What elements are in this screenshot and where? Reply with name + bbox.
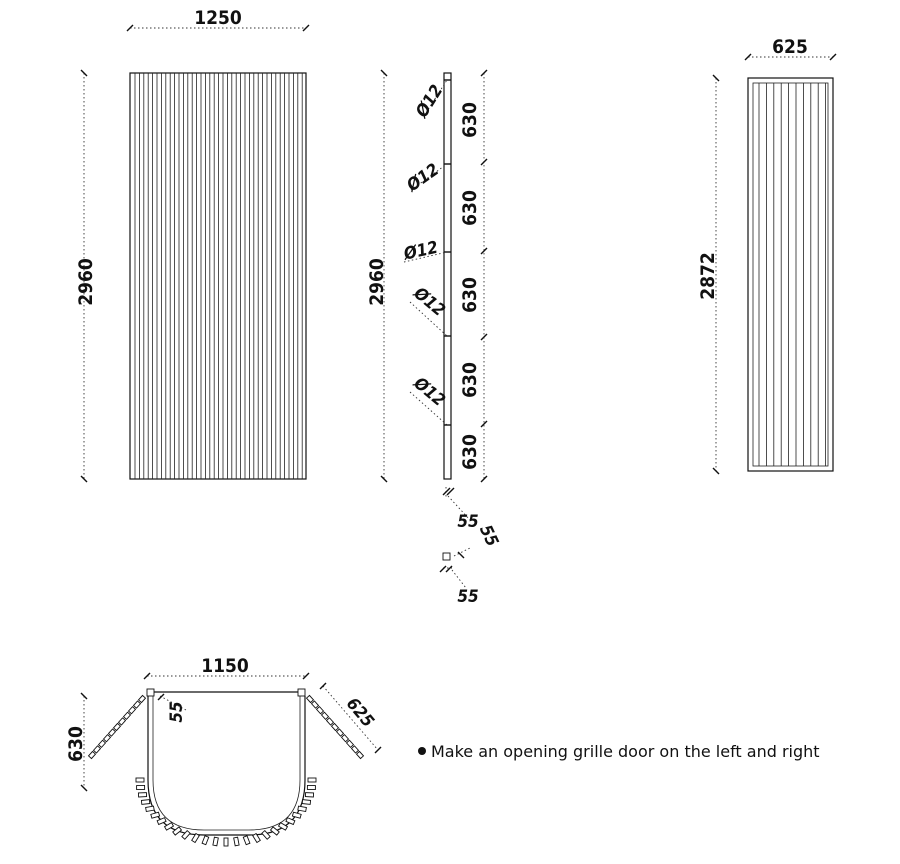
plan-left-door-bar	[97, 739, 107, 749]
pipe-dia-label-3: Ø12	[401, 238, 440, 265]
segment-label-5: 630	[459, 434, 481, 470]
plan-right-door-bar	[325, 717, 335, 726]
door-elevation: 625 2872	[697, 36, 837, 475]
plan-left-door-bar	[102, 733, 112, 743]
segment-ticks	[480, 69, 488, 483]
pipe-dia-label-1: Ø12	[412, 82, 448, 123]
plan-right-door-bar	[330, 722, 340, 732]
plan-slat	[145, 805, 155, 813]
plan-left-door-bar	[87, 750, 97, 760]
plan-slat	[201, 835, 210, 846]
plan-right-door-bar	[310, 700, 320, 709]
plan-slat	[261, 829, 271, 840]
plan-slat	[285, 817, 296, 826]
plan-left-door-bar	[122, 711, 132, 721]
plan-depth-label: 630	[65, 726, 87, 762]
plan-slat	[297, 805, 307, 813]
segment-label-4: 630	[459, 362, 481, 398]
plan-slat	[172, 826, 183, 836]
plan-right-door-bar	[355, 750, 365, 760]
plan-slat	[191, 832, 200, 844]
plan-slat	[242, 835, 251, 846]
plan-post-label: 55	[167, 701, 187, 722]
profile-section	[439, 487, 471, 589]
profile-square	[442, 552, 451, 561]
plan-post-left	[146, 688, 155, 697]
plan-left-door-bar	[137, 694, 147, 704]
front-panel: 1250 2960	[75, 7, 310, 483]
plan-slat	[135, 777, 145, 783]
side-height-label: 2960	[366, 258, 388, 306]
plan-slat	[306, 784, 316, 791]
plan-right-door-bar	[315, 705, 325, 715]
plan-right-door-bar	[350, 745, 360, 754]
side-panel-outline	[443, 72, 452, 480]
plan-slat	[277, 822, 289, 831]
plan-slat	[252, 832, 261, 844]
plan-right-door-bar	[305, 694, 315, 704]
plan-width-label: 1150	[201, 655, 249, 677]
plan-slat	[301, 799, 312, 805]
plan-left-door-bar	[107, 728, 117, 737]
plan-slat	[181, 829, 191, 840]
plan-slat	[140, 799, 151, 805]
plan-slat	[137, 792, 148, 798]
plan-slat	[269, 826, 280, 836]
plan-slat	[304, 792, 315, 798]
plan-slat	[212, 836, 219, 847]
plan-view: 1150 55 630 625	[65, 655, 382, 847]
plan-body-inner	[152, 696, 301, 831]
plan-right-door-bar	[345, 739, 355, 749]
plan-right-door-bar	[335, 728, 345, 737]
door-inner-frame	[752, 82, 829, 467]
note: Make an opening grille door on the left …	[418, 742, 820, 761]
plan-left-door	[87, 694, 147, 760]
note-text: Make an opening grille door on the left …	[431, 742, 820, 761]
door-outer-frame	[747, 77, 834, 472]
plan-slat	[136, 784, 146, 791]
plan-right-door-bar	[340, 733, 350, 743]
plan-body-outer	[147, 696, 306, 836]
segment-label-1: 630	[459, 102, 481, 138]
plan-right-door-bar	[320, 711, 330, 721]
pipe-leaders	[403, 79, 451, 426]
pipe-dia-label-5: Ø12	[409, 373, 449, 411]
front-panel-slats	[134, 73, 303, 479]
plan-left-door-bar	[127, 705, 137, 715]
plan-slat	[150, 811, 161, 819]
plan-slat	[163, 822, 175, 831]
door-width-label: 625	[772, 36, 808, 58]
front-panel-outline	[129, 72, 307, 480]
profile-depth-label: 55	[475, 522, 502, 550]
profile-width-bottom-label: 55	[457, 587, 478, 607]
segment-label-3: 630	[459, 277, 481, 313]
plan-post-right	[297, 688, 306, 697]
plan-right-door	[305, 694, 365, 760]
note-bullet	[418, 747, 426, 755]
plan-door-label: 625	[342, 694, 378, 731]
front-height-label: 2960	[75, 258, 97, 306]
plan-left-door-bar	[117, 717, 127, 726]
door-bars	[758, 83, 826, 466]
plan-left-door-bar	[132, 700, 142, 709]
door-height-label: 2872	[697, 252, 719, 300]
side-panel: 2960 630 630 630 630 630 Ø1	[366, 69, 502, 607]
plan-slat	[223, 837, 229, 847]
plan-slat	[156, 817, 167, 826]
segment-label-2: 630	[459, 190, 481, 226]
pipe-dia-label-2: Ø12	[403, 160, 443, 197]
front-width-label: 1250	[194, 7, 242, 29]
plan-slat	[233, 836, 240, 847]
profile-width-label: 55	[457, 512, 478, 532]
plan-left-door-bar	[112, 722, 122, 732]
plan-left-door-bar	[92, 745, 102, 754]
plan-slat	[307, 777, 317, 783]
pipe-dia-label-4: Ø12	[409, 283, 449, 321]
plan-slat	[291, 811, 302, 819]
plan-arc-slats	[135, 777, 317, 847]
